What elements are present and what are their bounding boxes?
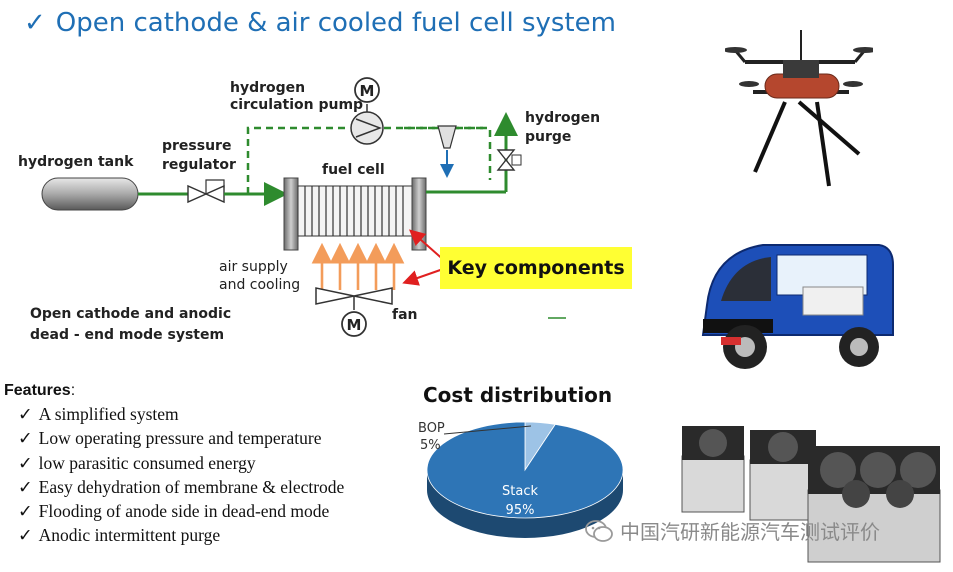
key-components-callout: Key components <box>440 247 632 289</box>
features-list: Features: A simplified system Low operat… <box>4 382 344 550</box>
electric-cart-icon <box>693 235 895 380</box>
regulator-label: regulator <box>162 156 236 174</box>
fan-label: fan <box>392 306 418 324</box>
chart-title: Cost distribution <box>423 383 612 407</box>
hydrogen-tank-icon <box>42 178 138 210</box>
cost-pie-chart: Stack 95% BOP 5% <box>410 412 640 572</box>
watermark: 中国汽研新能源汽车测试评价 <box>584 516 880 545</box>
pie-value-bop: 5% <box>420 438 441 453</box>
air-flow-arrows <box>322 248 394 290</box>
mode-caption-line2: dead - end mode system <box>30 326 224 344</box>
feature-item: low parasitic consumed energy <box>18 453 344 477</box>
pie-value-stack: 95% <box>506 503 535 518</box>
watermark-text: 中国汽研新能源汽车测试评价 <box>620 516 880 545</box>
cooling-label: and cooling <box>219 276 300 294</box>
purge-label-line2: purge <box>525 128 571 146</box>
feature-item: Low operating pressure and temperature <box>18 428 344 452</box>
fan-motor-label: M <box>347 316 362 334</box>
mode-caption-line1: Open cathode and anodic <box>30 305 231 323</box>
pressure-regulator-icon <box>188 180 224 202</box>
fuel-cell-label: fuel cell <box>322 161 385 179</box>
fuel-cell-stack-photo <box>678 420 946 568</box>
feature-item: Anodic intermittent purge <box>18 525 344 549</box>
hydrogen-tank-label: hydrogen tank <box>18 153 133 171</box>
purge-valve-icon <box>498 150 521 170</box>
features-heading: Features: <box>4 382 344 400</box>
water-separator-icon <box>438 126 456 174</box>
pump-label-line1: hydrogen <box>230 79 305 97</box>
drone-icon <box>725 22 873 194</box>
features-colon: : <box>71 382 75 399</box>
feature-item: Flooding of anode side in dead-end mode <box>18 501 344 525</box>
feature-item: A simplified system <box>18 404 344 428</box>
feature-item: Easy dehydration of membrane & electrode <box>18 477 344 501</box>
air-supply-label: air supply <box>219 258 288 276</box>
wechat-icon <box>584 518 614 544</box>
purge-label-line1: hydrogen <box>525 109 600 127</box>
pump-label-line2: circulation pump <box>230 96 363 114</box>
pie-label-stack: Stack <box>502 484 538 499</box>
fuel-cell-stack-icon <box>284 178 426 250</box>
features-heading-text: Features <box>4 382 71 399</box>
pressure-label: pressure <box>162 137 231 155</box>
pie-label-bop: BOP <box>418 421 445 436</box>
